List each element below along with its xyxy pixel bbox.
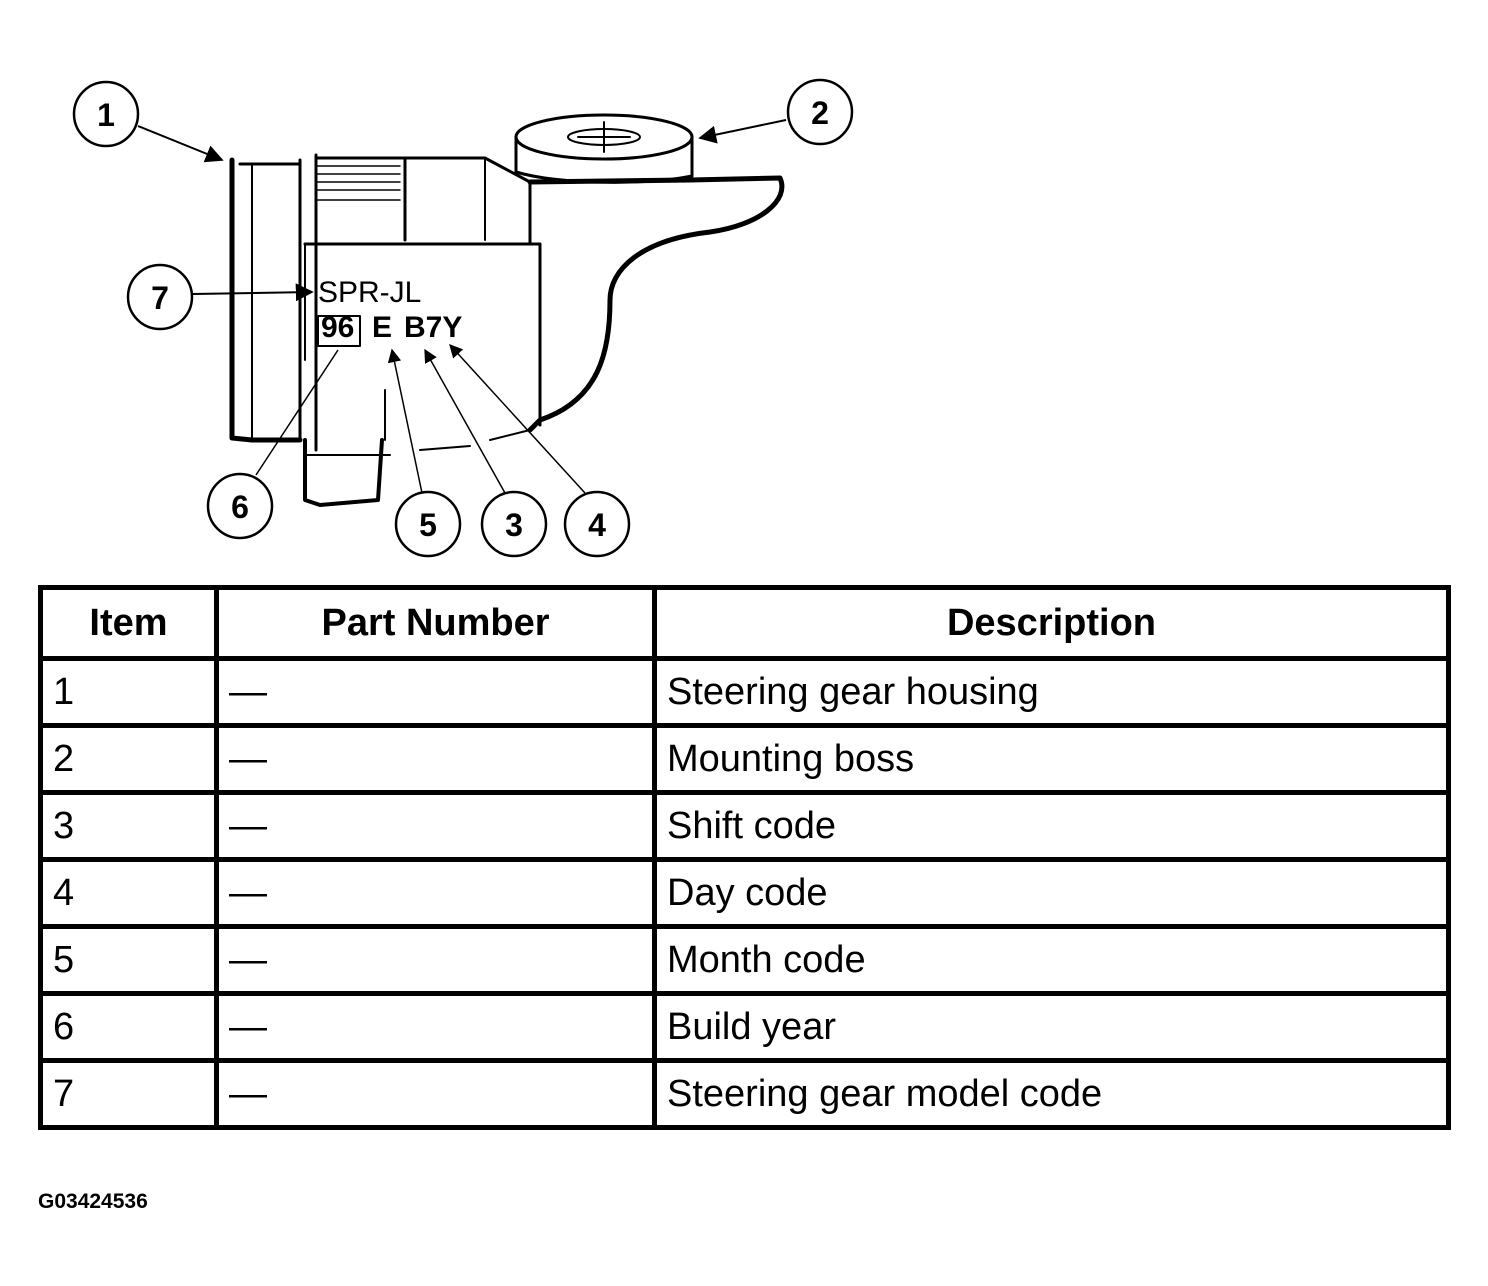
leader-line-2	[698, 119, 787, 144]
table-row: 7 — Steering gear model code	[38, 1058, 1451, 1130]
description-cell: Steering gear model code	[652, 1058, 1451, 1130]
leader-lines	[137, 119, 787, 494]
leader-line-7	[192, 283, 314, 302]
item-cell: 4	[38, 857, 219, 929]
part-number-cell: —	[214, 1058, 657, 1130]
callout-number-2: 2	[811, 95, 829, 131]
description-cell: Day code	[652, 857, 1451, 929]
parts-table: Item Part Number Description 1 — Steerin…	[38, 585, 1451, 1130]
callout-circle-1	[72, 80, 140, 148]
table-row: 4 — Day code	[38, 857, 1451, 929]
description-cell: Shift code	[652, 790, 1451, 862]
leader-line-4	[449, 344, 586, 494]
item-cell: 7	[38, 1058, 219, 1130]
callout-circle-5	[394, 490, 462, 558]
leader-line-1	[137, 125, 224, 163]
part-number-cell: —	[214, 656, 657, 728]
part-number-cell: —	[214, 991, 657, 1063]
item-cell: 6	[38, 991, 219, 1063]
figure-code: G03424536	[38, 1190, 148, 1213]
callout-number-5: 5	[419, 507, 437, 543]
leader-line-3	[424, 348, 506, 494]
description-cell: Mounting boss	[652, 723, 1451, 795]
callout-circle-2	[786, 78, 854, 146]
description-cell: Build year	[652, 991, 1451, 1063]
part-number-cell: —	[214, 857, 657, 929]
item-column-header: Item	[38, 585, 219, 661]
item-cell: 1	[38, 656, 219, 728]
item-cell: 5	[38, 924, 219, 996]
table-row: 2 — Mounting boss	[38, 723, 1451, 795]
steering-gear-diagram: SPR-JL 96 E B7Y 1 2 3 4	[0, 0, 1488, 580]
build-year-label: 96	[321, 311, 354, 344]
description-cell: Steering gear housing	[652, 656, 1451, 728]
shift-day-code-label: B7Y	[404, 311, 462, 344]
part-number-cell: —	[214, 723, 657, 795]
callout-circle-4	[563, 490, 631, 558]
callout-number-3: 3	[505, 507, 523, 543]
table-row: 6 — Build year	[38, 991, 1451, 1063]
leader-line-5	[387, 348, 423, 494]
callout-number-7: 7	[151, 280, 169, 316]
callout-number-6: 6	[231, 489, 249, 525]
item-cell: 3	[38, 790, 219, 862]
callout-circle-6	[206, 472, 274, 540]
part-number-cell: —	[214, 790, 657, 862]
callout-circle-7	[126, 263, 194, 331]
table-row: 1 — Steering gear housing	[38, 656, 1451, 728]
steering-gear-housing-drawing	[229, 113, 785, 507]
callout-circle-3	[480, 490, 548, 558]
description-cell: Month code	[652, 924, 1451, 996]
item-cell: 2	[38, 723, 219, 795]
part-number-cell: —	[214, 924, 657, 996]
callout-number-4: 4	[588, 507, 606, 543]
leader-line-6	[255, 349, 339, 476]
part-number-column-header: Part Number	[214, 585, 657, 661]
table-row: 5 — Month code	[38, 924, 1451, 996]
table-row: 3 — Shift code	[38, 790, 1451, 862]
table-header-row: Item Part Number Description	[38, 585, 1451, 661]
month-code-label: E	[372, 311, 392, 344]
description-column-header: Description	[652, 585, 1451, 661]
model-code-label: SPR-JL	[318, 276, 421, 309]
callout-number-1: 1	[97, 97, 115, 133]
